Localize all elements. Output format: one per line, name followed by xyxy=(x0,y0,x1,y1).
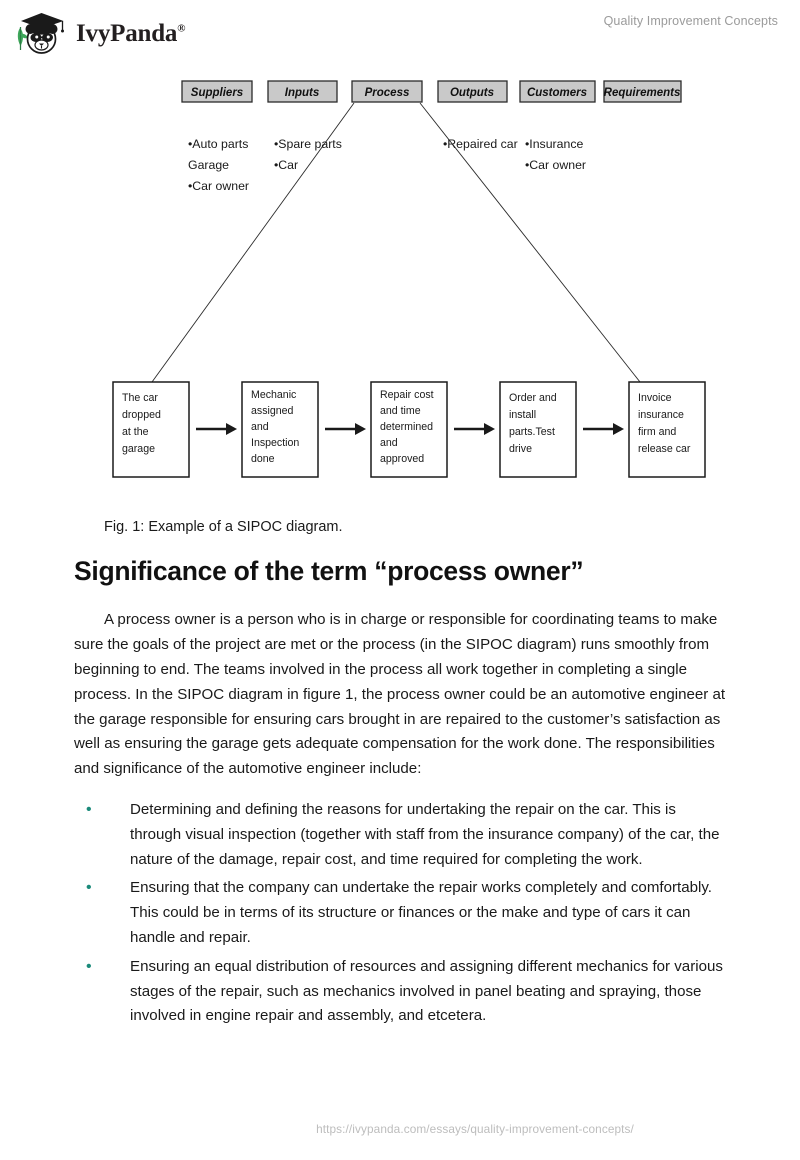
process-step-line: garage xyxy=(122,443,155,455)
list-item: • Ensuring that the company can undertak… xyxy=(74,876,726,950)
process-step-line: and time xyxy=(380,405,421,417)
column-header-label: Customers xyxy=(527,87,587,99)
sipoc-column-header-process: Process xyxy=(351,80,423,103)
panda-graduate-logo-icon xyxy=(17,13,64,54)
process-step-line: Order and xyxy=(509,392,557,404)
process-step-line: drive xyxy=(509,443,532,455)
column-header-label: Inputs xyxy=(285,87,320,99)
list-item: • Ensuring an equal distribution of reso… xyxy=(74,955,726,1029)
process-arrow-2 xyxy=(325,423,366,435)
list-item-text: Determining and defining the reasons for… xyxy=(130,801,720,868)
process-step-box-5: Invoice insurance firm and release car xyxy=(628,381,706,478)
process-arrow-3 xyxy=(454,423,495,435)
column-header-label: Requirements xyxy=(604,87,681,99)
sipoc-item: Garage xyxy=(188,158,229,172)
process-step-line: release car xyxy=(638,443,691,455)
sipoc-items-outputs: •Repaired car xyxy=(443,137,518,151)
sipoc-items-suppliers: •Auto parts Garage •Car owner xyxy=(188,137,249,193)
process-step-line: Invoice xyxy=(638,392,672,404)
process-step-line: determined xyxy=(380,421,433,433)
process-step-line: firm and xyxy=(638,426,676,438)
process-step-line: Mechanic xyxy=(251,389,297,401)
sipoc-item: •Repaired car xyxy=(443,137,518,151)
page-footer: https://ivypanda.com/essays/quality-impr… xyxy=(0,1120,800,1138)
sipoc-column-header-suppliers: Suppliers xyxy=(181,80,253,103)
bullet-marker-icon: • xyxy=(86,879,92,897)
process-step-line: dropped xyxy=(122,409,161,421)
column-header-label: Process xyxy=(365,87,410,99)
sipoc-item: •Insurance xyxy=(525,137,583,151)
sipoc-item: •Car xyxy=(274,158,298,172)
process-step-line: assigned xyxy=(251,405,294,417)
process-step-box-2: Mechanic assigned and Inspection done xyxy=(241,381,319,478)
process-step-line: done xyxy=(251,453,275,465)
body-paragraph: A process owner is a person who is in ch… xyxy=(74,611,726,778)
column-header-label: Outputs xyxy=(450,87,494,99)
sipoc-column-header-inputs: Inputs xyxy=(267,80,338,103)
section-heading: Significance of the term “process owner” xyxy=(74,556,584,586)
sipoc-column-header-requirements: Requirements xyxy=(603,80,682,103)
sipoc-figure: Suppliers Inputs Process Outputs Custome… xyxy=(0,70,800,500)
process-step-line: Inspection xyxy=(251,437,299,449)
figure-caption: Fig. 1: Example of a SIPOC diagram. xyxy=(104,519,343,535)
bullet-marker-icon: • xyxy=(86,957,92,975)
process-step-line: parts.Test xyxy=(509,426,555,438)
page-header: IvyPanda® Quality Improvement Concepts xyxy=(0,0,800,62)
list-item-text: Ensuring that the company can undertake … xyxy=(130,879,712,947)
sipoc-column-header-customers: Customers xyxy=(519,80,596,103)
process-step-line: The car xyxy=(122,392,158,404)
responsibilities-list: • Determining and defining the reasons f… xyxy=(74,798,726,1029)
brand-name: IvyPanda® xyxy=(76,19,186,47)
sipoc-item: •Car owner xyxy=(188,179,249,193)
process-step-line: at the xyxy=(122,426,149,438)
sipoc-column-header-outputs: Outputs xyxy=(437,80,508,103)
brand-logo: IvyPanda® xyxy=(14,10,185,56)
process-step-box-3: Repair cost and time determined and appr… xyxy=(370,381,448,478)
main-content: Significance of the term “process owner”… xyxy=(74,556,726,1033)
process-arrow-4 xyxy=(583,423,624,435)
process-step-line: insurance xyxy=(638,409,684,421)
process-step-line: and xyxy=(251,421,269,433)
document-running-title: Quality Improvement Concepts xyxy=(603,14,778,28)
source-url[interactable]: https://ivypanda.com/essays/quality-impr… xyxy=(316,1122,634,1136)
process-step-line: and xyxy=(380,437,398,449)
sipoc-item: •Spare parts xyxy=(274,137,342,151)
process-step-line: approved xyxy=(380,453,424,465)
column-header-label: Suppliers xyxy=(191,87,243,99)
list-item: • Determining and defining the reasons f… xyxy=(74,798,726,872)
registered-mark-icon: ® xyxy=(177,22,186,35)
process-step-box-4: Order and install parts.Test drive xyxy=(499,381,577,478)
sipoc-item: •Auto parts xyxy=(188,137,248,151)
bullet-marker-icon: • xyxy=(86,801,92,819)
process-step-line: Repair cost xyxy=(380,389,434,401)
process-arrow-1 xyxy=(196,423,237,435)
process-step-line: install xyxy=(509,409,536,421)
sipoc-items-inputs: •Spare parts •Car xyxy=(274,137,342,172)
sipoc-items-customers: •Insurance •Car owner xyxy=(525,137,586,172)
funnel-line-right xyxy=(419,102,641,383)
sipoc-item: •Car owner xyxy=(525,158,586,172)
list-item-text: Ensuring an equal distribution of resour… xyxy=(130,957,723,1025)
sipoc-diagram: Suppliers Inputs Process Outputs Custome… xyxy=(112,80,706,478)
process-step-box-1: The car dropped at the garage xyxy=(112,381,190,478)
funnel-line-left xyxy=(151,102,355,383)
